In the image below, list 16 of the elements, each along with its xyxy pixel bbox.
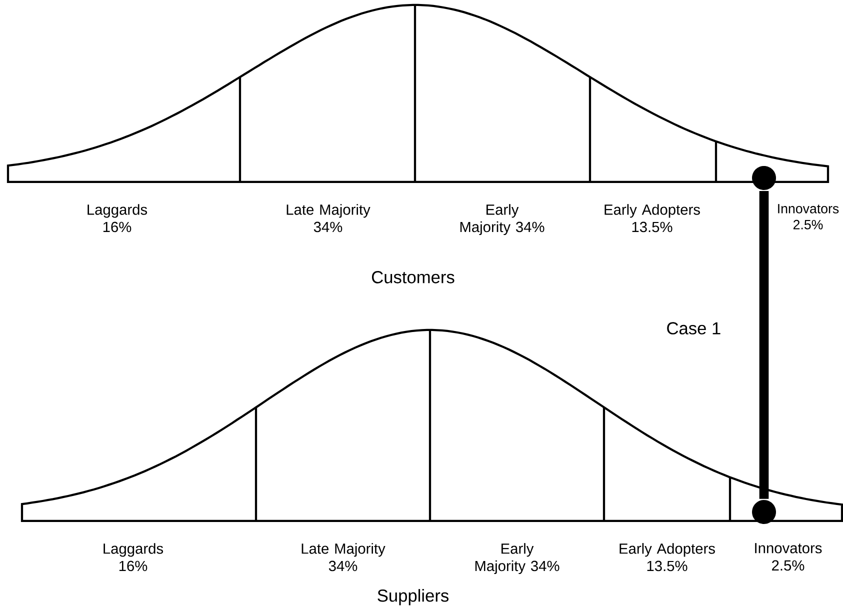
segment-label: Laggards 16% [104, 543, 164, 572]
segment-label: Laggards 16% [88, 204, 148, 232]
curve-caption: Suppliers [378, 589, 448, 606]
segment-label: Early Majority 34% [475, 543, 560, 574]
segment-label: Early Adopters 13.5% [620, 543, 715, 572]
dot [752, 166, 776, 190]
segment-label: Late Majority 34% [302, 543, 386, 572]
segment-label: Innovators 2.5% [755, 543, 822, 571]
segment-label: Late Majority 34% [286, 204, 370, 232]
segment-label: Innovators 2.5% [778, 204, 839, 230]
dot [752, 500, 776, 524]
curve-caption: Customers [372, 271, 454, 284]
segment-label: Early Adopters 13.5% [604, 204, 700, 232]
connector-line [759, 191, 769, 499]
edge-label: Case 1 [667, 322, 720, 334]
segment-label: Early Majority 34% [460, 204, 544, 236]
